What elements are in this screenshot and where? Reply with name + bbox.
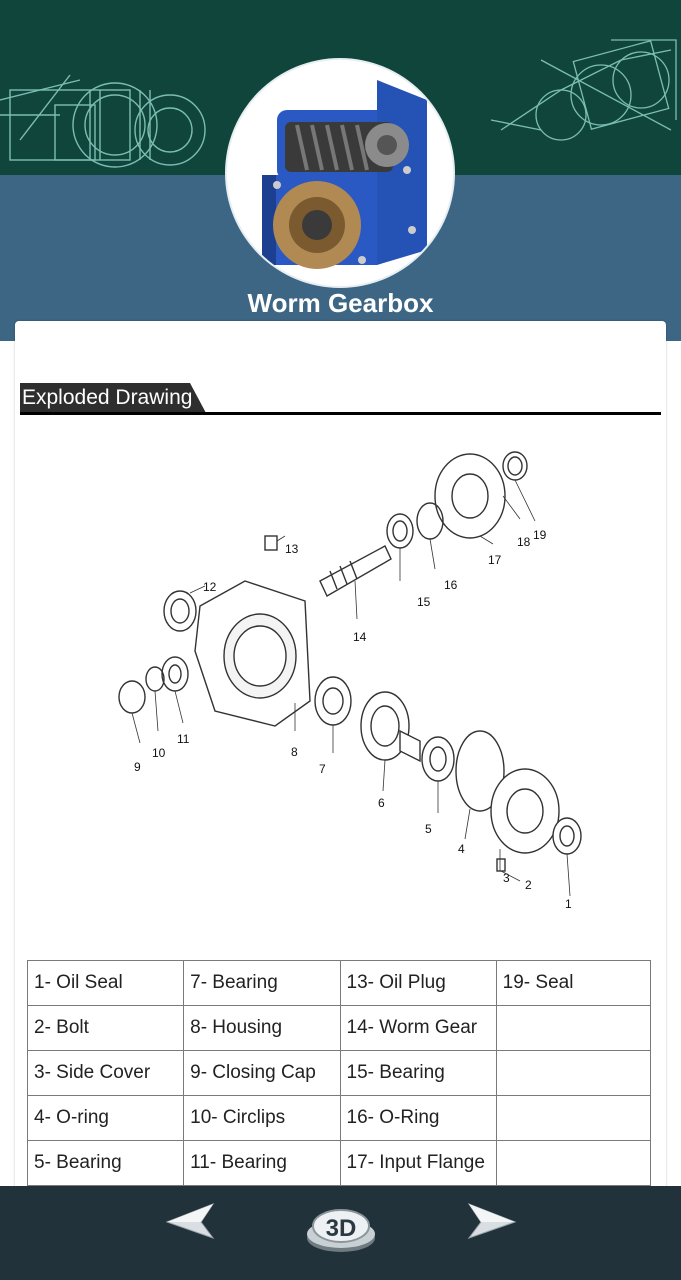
- table-cell: [495, 1095, 652, 1141]
- callout-19: 19: [533, 528, 547, 542]
- callout-17: 17: [488, 553, 502, 567]
- table-cell: 11- Bearing: [183, 1140, 341, 1186]
- callout-2: 2: [525, 878, 532, 892]
- table-cell: 5- Bearing: [26, 1140, 185, 1186]
- closing-cap: [118, 680, 146, 714]
- callout-4: 4: [458, 842, 465, 856]
- section-title: Exploded Drawing: [20, 383, 206, 413]
- table-cell: 7- Bearing: [183, 960, 341, 1006]
- section-divider: [20, 412, 661, 415]
- callout-6: 6: [378, 796, 385, 810]
- next-button[interactable]: [465, 1202, 517, 1240]
- table-cell: [495, 1005, 652, 1051]
- callout-13: 13: [285, 542, 299, 556]
- bolt: [496, 858, 506, 872]
- table-row: 1- Oil Seal 7- Bearing 13- Oil Plug 19- …: [26, 960, 652, 1006]
- callout-14: 14: [353, 630, 367, 644]
- 3d-view-button[interactable]: 3D: [303, 1206, 379, 1256]
- callout-5: 5: [425, 822, 432, 836]
- table-cell: 13- Oil Plug: [339, 960, 497, 1006]
- worm-shaft: [319, 545, 392, 597]
- content-card: Exploded Drawing: [15, 321, 666, 1201]
- callout-12: 12: [203, 580, 217, 594]
- table-cell: 9- Closing Cap: [183, 1050, 341, 1096]
- callout-16: 16: [444, 578, 458, 592]
- callout-9: 9: [134, 760, 141, 774]
- table-row: 4- O-ring 10- Circlips 16- O-Ring: [26, 1095, 652, 1141]
- circlip: [145, 666, 165, 692]
- 3d-label: 3D: [326, 1215, 357, 1242]
- table-row: 5- Bearing 11- Bearing 17- Input Flange: [26, 1140, 652, 1186]
- oil-plug: [264, 535, 278, 551]
- machinery-sketch-right: [490, 39, 677, 141]
- callout-18: 18: [517, 535, 531, 549]
- table-cell: 10- Circlips: [183, 1095, 341, 1141]
- table-cell: 1- Oil Seal: [26, 960, 185, 1006]
- table-row: 2- Bolt 8- Housing 14- Worm Gear: [26, 1005, 652, 1051]
- product-title: Worm Gearbox: [247, 288, 434, 318]
- bottom-nav: 3D: [0, 1186, 681, 1280]
- table-cell: 17- Input Flange: [339, 1140, 497, 1186]
- product-image: [227, 60, 453, 286]
- table-cell: 14- Worm Gear: [339, 1005, 497, 1051]
- table-row: 3- Side Cover 9- Closing Cap 15- Bearing: [26, 1050, 652, 1096]
- table-cell: [495, 1050, 652, 1096]
- table-cell: 8- Housing: [183, 1005, 341, 1051]
- section-header: Exploded Drawing: [20, 383, 661, 415]
- callout-10: 10: [152, 746, 166, 760]
- table-cell: 15- Bearing: [339, 1050, 497, 1096]
- o-ring-16: [416, 502, 444, 540]
- table-cell: 2- Bolt: [26, 1005, 185, 1051]
- parts-table: 1- Oil Seal 7- Bearing 13- Oil Plug 19- …: [26, 960, 652, 1186]
- table-cell: 19- Seal: [495, 960, 652, 1006]
- callout-8: 8: [291, 745, 298, 759]
- table-cell: 4- O-ring: [26, 1095, 185, 1141]
- callout-7: 7: [319, 762, 326, 776]
- arrow-left-icon: [165, 1202, 215, 1240]
- 3d-icon: 3D: [307, 1209, 375, 1252]
- exploded-drawing: 1 2 3 4 5 6 7 8 9 10 11 12 13 14 15 16 1…: [118, 451, 582, 911]
- arrow-right-icon: [467, 1202, 517, 1240]
- table-cell: 3- Side Cover: [26, 1050, 185, 1096]
- table-cell: [495, 1140, 652, 1186]
- callout-3: 3: [503, 871, 510, 885]
- callout-11: 11: [177, 732, 190, 746]
- callout-1: 1: [565, 897, 572, 911]
- machinery-sketch-left: [0, 74, 206, 168]
- o-ring-4: [455, 730, 505, 812]
- callout-15: 15: [417, 595, 431, 609]
- table-cell: 16- O-Ring: [339, 1095, 497, 1141]
- prev-button[interactable]: [165, 1202, 217, 1240]
